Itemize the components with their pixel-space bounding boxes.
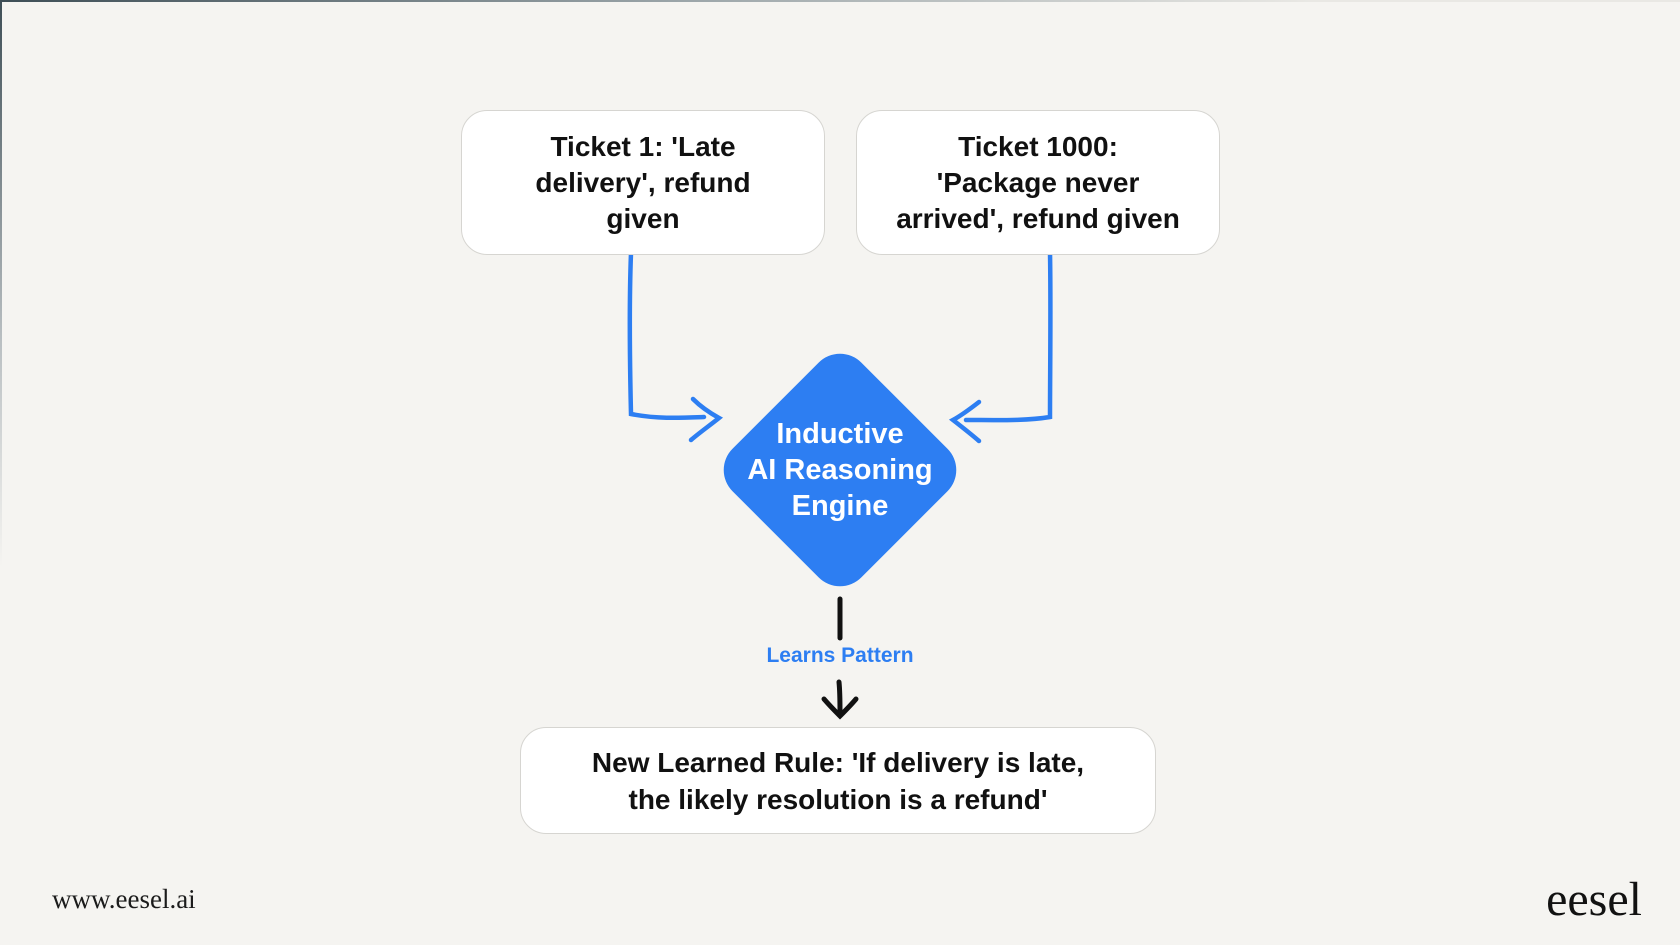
site-url: www.eesel.ai [52, 884, 196, 914]
node-ticket-1: Ticket 1: 'Late delivery', refund given [461, 110, 825, 255]
arrow-ticket1000-to-engine [963, 250, 1053, 423]
window-left-edge [0, 0, 2, 567]
node-engine-label: Inductive AI Reasoning Engine [747, 418, 933, 522]
arrow-ticket1-to-engine [627, 250, 707, 421]
arrow-to-rule-head [821, 696, 859, 720]
arrow-ticket1-to-engine-head [688, 396, 724, 443]
node-ticket-1000: Ticket 1000: 'Package never arrived', re… [856, 110, 1220, 255]
arrow-to-rule [836, 679, 843, 715]
eesel-logo: eesel [1546, 873, 1642, 926]
arrow-ticket1000-to-engine-head [948, 399, 982, 444]
window-top-edge [0, 0, 1680, 2]
node-learned-rule: New Learned Rule: 'If delivery is late, … [520, 727, 1156, 834]
learns-pattern-label: Learns Pattern [766, 644, 914, 667]
